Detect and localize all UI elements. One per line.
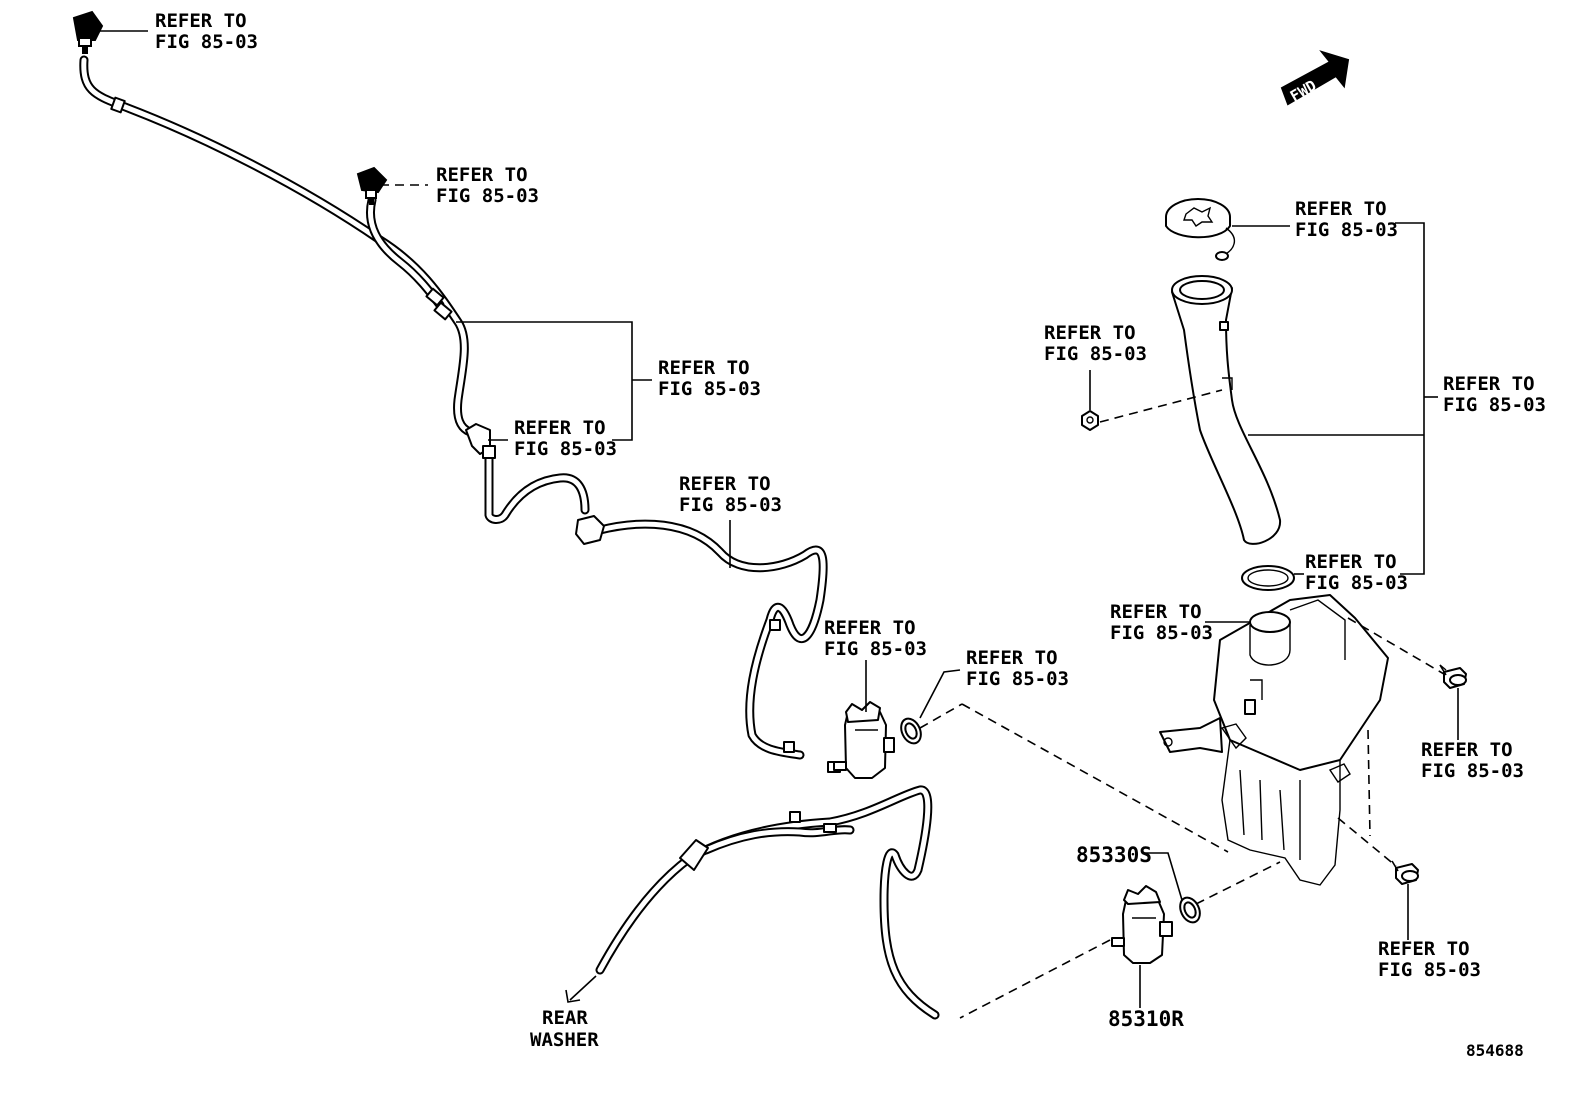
refer-callout: REFER TO FIG 85-03 [679, 473, 782, 516]
svg-text:REFER TO: REFER TO [1110, 601, 1202, 623]
part-number-grommet: 85330S [1076, 843, 1152, 867]
svg-text:FIG 85-03: FIG 85-03 [966, 668, 1069, 690]
svg-text:REFER TO: REFER TO [1044, 322, 1136, 344]
washer-tank-icon [1159, 594, 1389, 886]
washer-nozzle-icon [356, 166, 388, 205]
grommet-icon [1179, 896, 1201, 924]
front-washer-hose-upper [79, 55, 475, 437]
svg-text:FIG 85-03: FIG 85-03 [679, 494, 782, 516]
svg-text:FIG 85-03: FIG 85-03 [658, 378, 761, 400]
refer-callout: REFER TO FIG 85-03 [155, 10, 258, 53]
refer-callout: REFER TO FIG 85-03 [436, 164, 539, 207]
refer-callout: REFER TO FIG 85-03 [1044, 322, 1147, 365]
svg-text:REFER TO: REFER TO [436, 164, 528, 186]
svg-text:FIG 85-03: FIG 85-03 [1421, 760, 1524, 782]
svg-text:FIG 85-03: FIG 85-03 [1044, 343, 1147, 365]
svg-text:REFER TO: REFER TO [658, 357, 750, 379]
reservoir-cap-icon [1165, 198, 1236, 261]
part-number-rear-pump: 85310R [1108, 1007, 1184, 1031]
svg-text:FIG 85-03: FIG 85-03 [436, 185, 539, 207]
svg-text:FIG 85-03: FIG 85-03 [1295, 219, 1398, 241]
refer-callout: REFER TO FIG 85-03 [824, 617, 927, 660]
refer-callout: REFER TO FIG 85-03 [1110, 601, 1213, 644]
grommet-icon [900, 717, 922, 745]
filler-neck-icon [1171, 275, 1295, 591]
svg-text:REFER TO: REFER TO [1421, 739, 1513, 761]
rear-washer-hose [595, 785, 940, 1020]
svg-text:FIG 85-03: FIG 85-03 [1378, 959, 1481, 981]
refer-callout: REFER TO FIG 85-03 [966, 647, 1069, 690]
svg-text:REFER TO: REFER TO [1295, 198, 1387, 220]
refer-callout: REFER TO FIG 85-03 [1421, 739, 1524, 782]
svg-text:FIG 85-03: FIG 85-03 [1110, 622, 1213, 644]
bolt-icon [1391, 860, 1419, 885]
svg-text:FIG 85-03: FIG 85-03 [1443, 394, 1546, 416]
refer-callout: REFER TO FIG 85-03 [1295, 198, 1398, 241]
svg-text:REAR: REAR [542, 1007, 588, 1029]
refer-callout: REFER TO FIG 85-03 [658, 357, 761, 400]
nut-icon [1081, 410, 1099, 431]
svg-text:FIG 85-03: FIG 85-03 [514, 438, 617, 460]
diagram-number: 854688 [1466, 1041, 1524, 1060]
svg-text:REFER TO: REFER TO [514, 417, 606, 439]
front-washer-hose-middle [484, 450, 828, 760]
svg-text:WASHER: WASHER [530, 1029, 599, 1051]
refer-callout: REFER TO FIG 85-03 [1378, 938, 1481, 981]
svg-text:FIG 85-03: FIG 85-03 [824, 638, 927, 660]
refer-callout: REFER TO FIG 85-03 [514, 417, 617, 460]
svg-text:REFER TO: REFER TO [679, 473, 771, 495]
svg-text:REFER TO: REFER TO [155, 10, 247, 32]
svg-text:REFER TO: REFER TO [1305, 551, 1397, 573]
washer-pump-icon [833, 701, 895, 779]
bolt-icon [1439, 664, 1467, 689]
washer-nozzle-icon [72, 10, 104, 54]
fwd-arrow-icon: FWD [1280, 50, 1350, 105]
svg-text:REFER TO: REFER TO [824, 617, 916, 639]
leader-lines [94, 30, 1459, 1019]
rear-washer-label: REAR WASHER [530, 1007, 599, 1051]
svg-text:FIG 85-03: FIG 85-03 [155, 31, 258, 53]
hose-clips [110, 96, 841, 871]
washer-pump-icon [1111, 885, 1173, 964]
refer-callout: REFER TO FIG 85-03 [1443, 373, 1546, 416]
svg-text:FIG 85-03: FIG 85-03 [1305, 572, 1408, 594]
svg-text:REFER TO: REFER TO [1378, 938, 1470, 960]
refer-callout: REFER TO FIG 85-03 [1305, 551, 1408, 594]
svg-text:REFER TO: REFER TO [966, 647, 1058, 669]
svg-text:REFER TO: REFER TO [1443, 373, 1535, 395]
